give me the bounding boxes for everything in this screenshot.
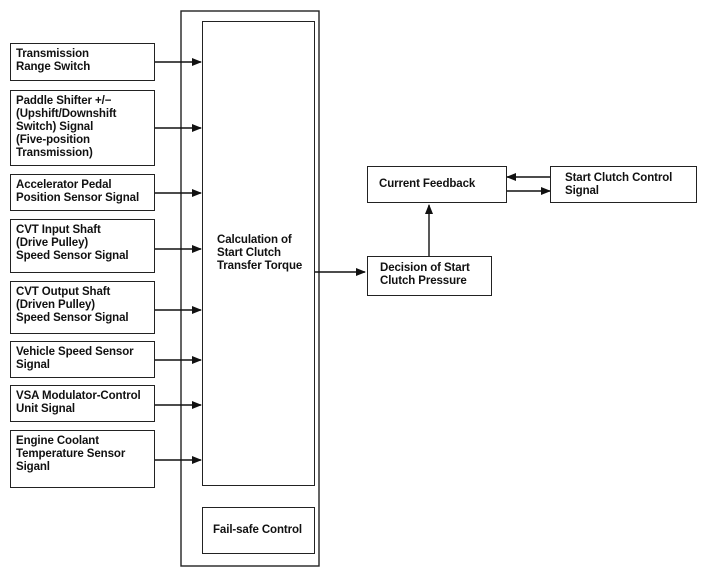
calculation-block: Calculation of Start Clutch Transfer Tor… (202, 21, 315, 486)
input-label: Vehicle Speed Sensor Signal (16, 346, 134, 371)
decision-label: Decision of Start Clutch Pressure (380, 262, 470, 287)
input-vehicle-speed-sensor: Vehicle Speed Sensor Signal (10, 341, 155, 378)
failsafe-label: Fail-safe Control (213, 524, 303, 536)
input-cvt-input-shaft: CVT Input Shaft (Drive Pulley) Speed Sen… (10, 219, 155, 273)
input-label: VSA Modulator-Control Unit Signal (16, 390, 141, 415)
input-paddle-shifter: Paddle Shifter +/− (Upshift/Downshift Sw… (10, 90, 155, 166)
current-feedback-block: Current Feedback (367, 166, 507, 203)
decision-block: Decision of Start Clutch Pressure (367, 256, 492, 296)
calculation-label: Calculation of Start Clutch Transfer Tor… (217, 234, 303, 272)
input-accelerator-pedal: Accelerator Pedal Position Sensor Signal (10, 174, 155, 211)
control-signal-label: Start Clutch Control Signal (565, 172, 673, 197)
input-label: CVT Output Shaft (Driven Pulley) Speed S… (16, 286, 129, 324)
input-label: Transmission Range Switch (16, 48, 91, 73)
input-vsa-modulator: VSA Modulator-Control Unit Signal (10, 385, 155, 422)
input-label: Engine Coolant Temperature Sensor Siganl (16, 435, 126, 473)
input-cvt-output-shaft: CVT Output Shaft (Driven Pulley) Speed S… (10, 281, 155, 334)
feedback-label: Current Feedback (379, 178, 476, 190)
input-transmission-range-switch: Transmission Range Switch (10, 43, 155, 81)
input-engine-coolant-temp: Engine Coolant Temperature Sensor Siganl (10, 430, 155, 488)
input-label: Accelerator Pedal Position Sensor Signal (16, 179, 140, 204)
control-unit-frame (180, 10, 320, 567)
input-label: Paddle Shifter +/− (Upshift/Downshift Sw… (16, 95, 117, 159)
failsafe-block: Fail-safe Control (202, 507, 315, 554)
input-label: CVT Input Shaft (Drive Pulley) Speed Sen… (16, 224, 129, 262)
start-clutch-control-signal-block: Start Clutch Control Signal (550, 166, 697, 203)
